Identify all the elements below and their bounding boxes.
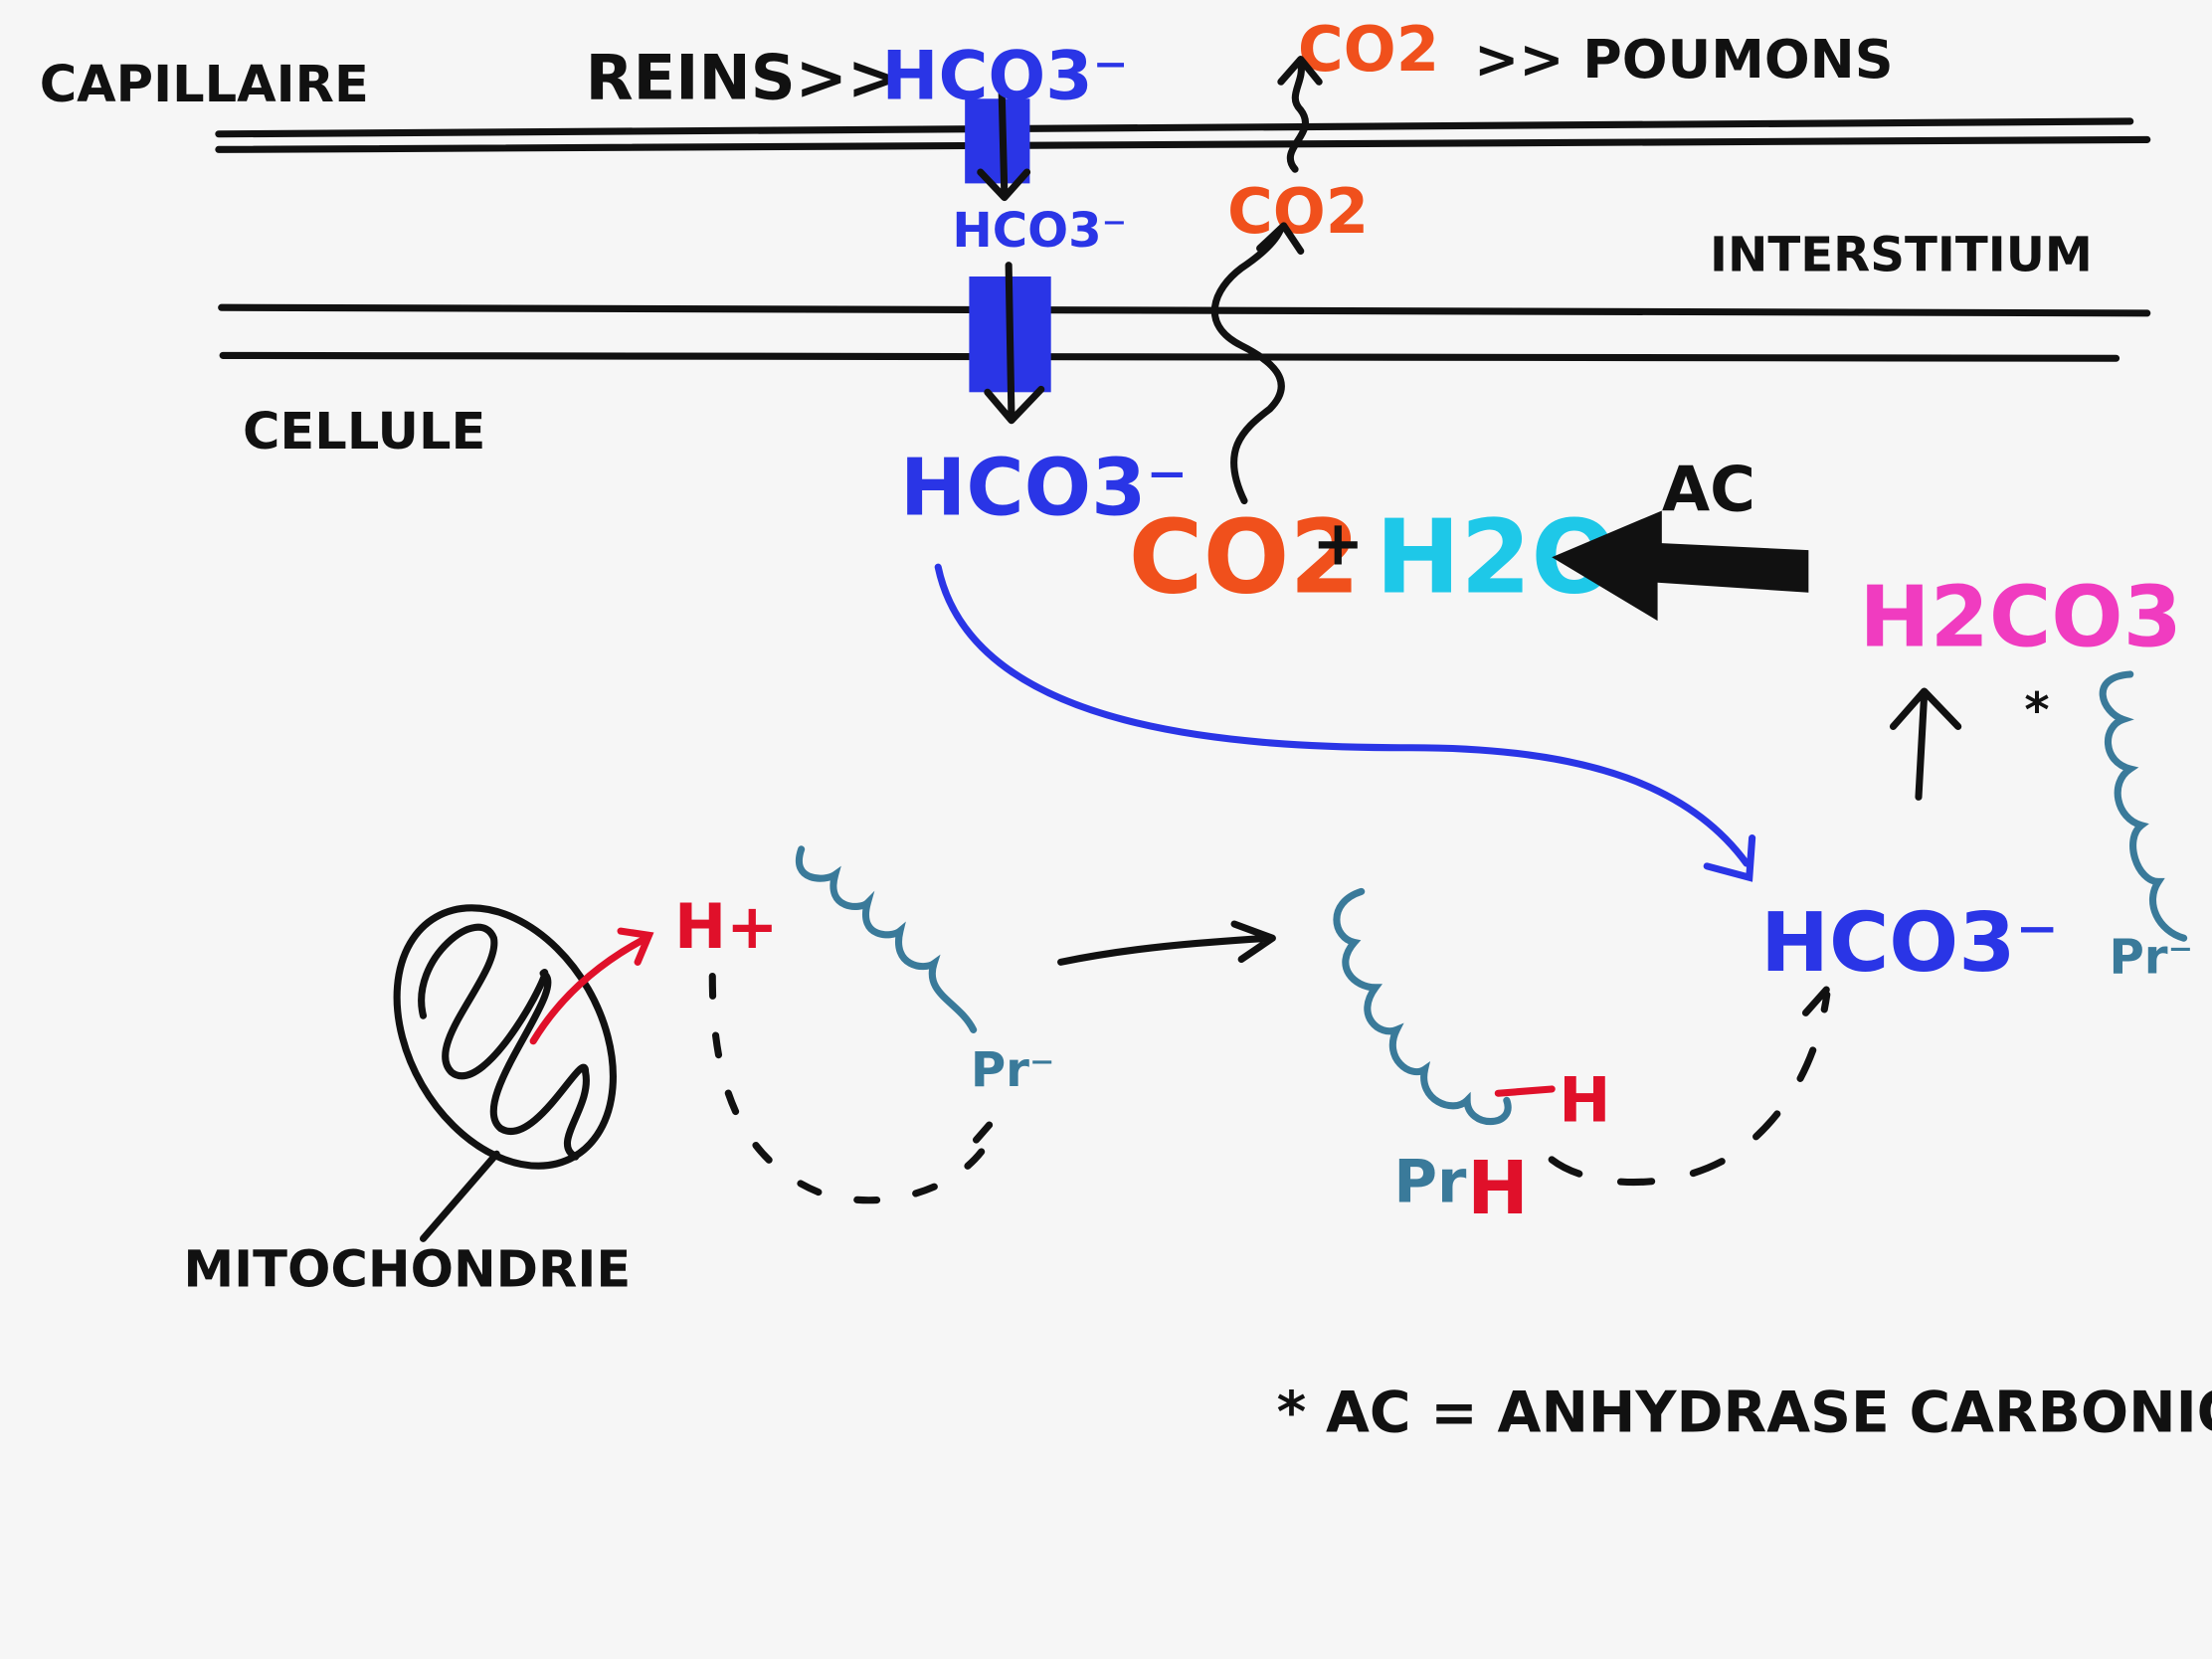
- protein-chain-right: [2099, 670, 2188, 942]
- proton-release-arrow: [529, 927, 654, 1045]
- carbonic-anhydrase-arrow-icon: [1552, 510, 1809, 622]
- mitochondrion-pointer-line: [419, 1150, 500, 1242]
- capillary-transporter-channel: [965, 98, 1030, 184]
- label-hco3-cell: HCO3⁻: [900, 442, 1188, 534]
- footnote-ac-definition: * AC = ANHYDRASE CARBONIQUE: [1277, 1381, 2212, 1446]
- capillary-membrane-line-2: [215, 135, 2151, 153]
- label-mitochondrie: MITOCHONDRIE: [183, 1241, 631, 1300]
- co2-diffusion-arrow-upper: [1277, 56, 1323, 173]
- label-hco3-mid: HCO3⁻: [952, 203, 1127, 259]
- capillary-membrane-line-1: [215, 117, 2134, 138]
- co2-diffusion-arrow-lower: [1210, 222, 1305, 505]
- label-ac: AC: [1662, 453, 1755, 525]
- mitochondrion-outline: [393, 904, 617, 1170]
- label-h2co3: H2CO3: [1859, 569, 2181, 667]
- label-co2-main: CO2: [1129, 499, 1361, 618]
- mitochondrion-cristae: [418, 923, 590, 1161]
- reaction-arrow-right: [1057, 920, 1276, 966]
- label-reins: REINS>>: [586, 41, 900, 113]
- up-arrow-to-h2co3-icon: [1889, 687, 1962, 801]
- protein-chain-left: [796, 845, 978, 1033]
- bicarbonate-transport-arrow: [934, 563, 1756, 882]
- label-h-plus: H+: [674, 890, 778, 963]
- cell-membrane-line-1: [218, 303, 2151, 317]
- binding-dashed-arc-left: [708, 972, 1014, 1204]
- label-prh-h: H: [1467, 1147, 1529, 1231]
- label-h-bound: H: [1559, 1064, 1610, 1137]
- label-co2-mid: CO2: [1227, 175, 1369, 248]
- label-co2-top: CO2: [1298, 13, 1439, 86]
- label-interstitium: INTERSTITIUM: [1710, 227, 2093, 282]
- label-hco3-right: HCO3⁻: [1760, 896, 2059, 991]
- down-arrow-cell-icon: [984, 262, 1045, 425]
- label-pr-right: Pr⁻: [2109, 930, 2193, 986]
- bond-line: [1494, 1085, 1556, 1097]
- label-star-small: *: [2024, 682, 2049, 738]
- label-cellule: CELLULE: [243, 403, 485, 461]
- label-hco3-top: HCO3⁻: [881, 37, 1128, 115]
- label-plus: +: [1312, 506, 1364, 579]
- label-prh-pr: Pr: [1393, 1148, 1467, 1216]
- label-pr-minus: Pr⁻: [971, 1042, 1055, 1098]
- down-arrow-capillary-icon: [977, 84, 1031, 202]
- cell-membrane-line-2: [219, 351, 2120, 362]
- label-capillaire: CAPILLAIRE: [40, 56, 369, 114]
- binding-dashed-arc-right: [1548, 981, 1846, 1187]
- label-poumons: >> POUMONS: [1474, 28, 1893, 91]
- protein-chain-bound: [1333, 887, 1512, 1125]
